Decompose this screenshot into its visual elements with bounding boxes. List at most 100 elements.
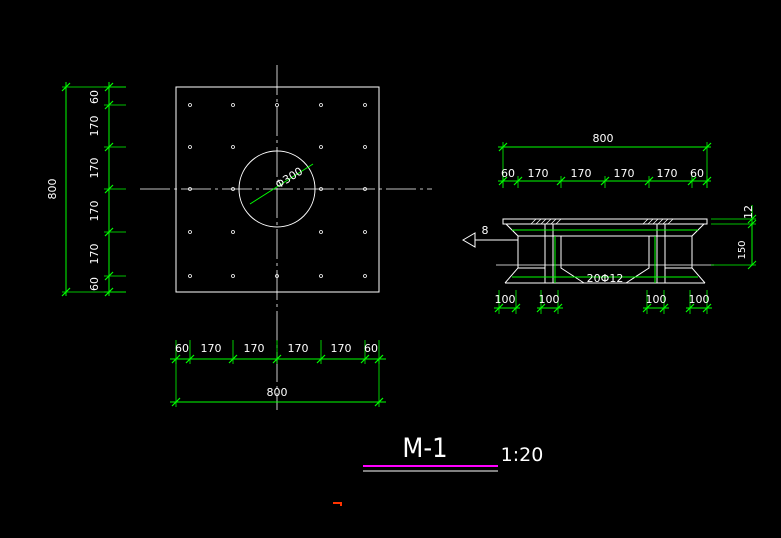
drawing-title: M-1: [402, 433, 447, 464]
bolt-hole: [363, 274, 367, 278]
section-top-dim-label: 60: [690, 167, 704, 180]
dimension-tick: [702, 303, 712, 313]
dimension-tick: [104, 184, 114, 194]
dimension-tick: [536, 303, 546, 313]
dimension-tick: [600, 176, 610, 186]
bolt-hole: [319, 230, 323, 234]
section-top-dim-label: 170: [528, 167, 549, 180]
bolt-hole: [363, 145, 367, 149]
section-bottom-dim-label: 100: [689, 293, 710, 306]
hole-diameter-leader: [249, 163, 314, 205]
dimension-tick: [61, 82, 71, 92]
bottom-dim-label: 170: [331, 342, 352, 355]
rebar-label: 20Φ12: [587, 272, 624, 285]
left-dim-label: 170: [88, 116, 101, 137]
dimension-tick: [687, 176, 697, 186]
dimension-tick: [644, 176, 654, 186]
bottom-dim-label: 170: [244, 342, 265, 355]
section-bottom-dim-label: 100: [495, 293, 516, 306]
right-dim-label: 12: [742, 205, 755, 219]
bottom-dim-label: 60: [364, 342, 378, 355]
bolt-hole: [188, 103, 192, 107]
title-block: M-1 1:20: [363, 433, 544, 472]
plan-left-dimensions: 800 60 170 170 170 170 60: [46, 82, 126, 297]
dimension-tick: [553, 303, 563, 313]
right-dim-label: 150: [737, 240, 748, 259]
left-dim-label: 170: [88, 158, 101, 179]
dimension-tick: [498, 142, 508, 152]
section-bottom-dim-label: 100: [646, 293, 667, 306]
section-bottom-dim-label: 100: [539, 293, 560, 306]
section-total-label: 800: [593, 132, 614, 145]
section-view: 800 60 170 170 170 170 60: [462, 132, 757, 314]
stray-mark: [333, 502, 342, 506]
dimension-tick: [556, 176, 566, 186]
bolt-hole-grid: [188, 103, 367, 278]
dimension-tick: [374, 397, 384, 407]
dimension-tick: [171, 354, 181, 364]
bolt-hole: [231, 187, 235, 191]
bolt-hole: [319, 145, 323, 149]
section-bottom-dimensions: 100 100 100 100: [494, 290, 712, 314]
bolt-hole: [319, 187, 323, 191]
dimension-tick: [511, 303, 521, 313]
bolt-hole: [319, 103, 323, 107]
drawing-scale: 1:20: [501, 444, 544, 466]
section-top-dimensions: 800 60 170 170 170 170 60: [498, 132, 712, 188]
section-top-dim-label: 170: [657, 167, 678, 180]
bottom-dim-label: 60: [175, 342, 189, 355]
weld-hatch-left: [530, 218, 562, 225]
hole-diameter-label: Φ300: [273, 165, 305, 192]
section-top-dim-label: 170: [614, 167, 635, 180]
dimension-tick: [360, 354, 370, 364]
plan-plate-outline: [175, 86, 380, 293]
bolt-hole: [231, 145, 235, 149]
dimension-tick: [316, 354, 326, 364]
weld-hatch-right: [642, 218, 674, 225]
bolt-hole: [231, 274, 235, 278]
dimension-tick: [494, 303, 504, 313]
section-top-plate: [502, 218, 708, 225]
left-dim-label: 60: [88, 90, 101, 104]
bolt-hole: [319, 274, 323, 278]
left-dim-label: 170: [88, 201, 101, 222]
left-total-label: 800: [46, 179, 59, 200]
section-anchor-bars: [544, 224, 666, 283]
bolt-hole: [363, 230, 367, 234]
dimension-tick: [61, 287, 71, 297]
dimension-tick: [185, 354, 195, 364]
dimension-tick: [642, 303, 652, 313]
dimension-tick: [104, 100, 114, 110]
bolt-hole: [188, 230, 192, 234]
bolt-hole: [188, 145, 192, 149]
dimension-tick: [272, 354, 282, 364]
section-top-extension-lines: [498, 142, 712, 188]
dimension-tick: [702, 142, 712, 152]
bolt-hole: [188, 187, 192, 191]
section-top-dim-label: 170: [571, 167, 592, 180]
dimension-tick: [228, 354, 238, 364]
left-dim-label: 60: [88, 277, 101, 291]
bottom-extension-lines: [171, 340, 384, 407]
dimension-tick: [659, 303, 669, 313]
left-extension-lines: [61, 82, 126, 297]
plan-view: Φ300 800 60 170 170 170 170 60 60 170 17…: [46, 65, 432, 410]
central-hole: [238, 150, 316, 228]
bottom-dim-label: 170: [201, 342, 222, 355]
bottom-dim-label: 170: [288, 342, 309, 355]
section-mark-label: 8: [482, 224, 489, 237]
section-hole-walls: [560, 236, 650, 284]
bolt-hole: [231, 230, 235, 234]
bolt-hole: [275, 103, 279, 107]
bolt-hole: [363, 187, 367, 191]
dimension-tick: [513, 176, 523, 186]
bolt-hole: [188, 274, 192, 278]
left-dim-label: 170: [88, 244, 101, 265]
bolt-hole: [275, 274, 279, 278]
bolt-hole: [231, 103, 235, 107]
section-mark-arrow: [462, 232, 476, 248]
dimension-tick: [685, 303, 695, 313]
dimension-tick: [374, 354, 384, 364]
plan-bottom-dimensions: 60 170 170 170 170 60 800: [170, 340, 386, 407]
